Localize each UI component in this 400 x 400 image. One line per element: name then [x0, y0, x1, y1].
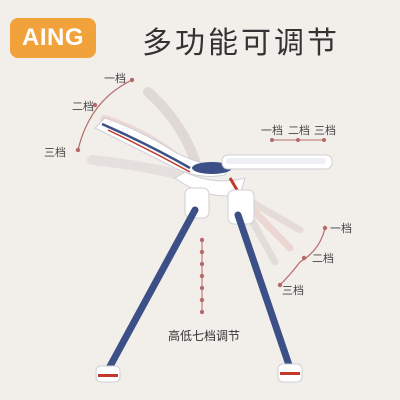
- brand-logo: AING: [10, 18, 96, 58]
- backrest-dot-3: [75, 147, 81, 153]
- tray-dot-2: [296, 138, 300, 142]
- footrest-label-3: 三档: [282, 284, 304, 297]
- height-level-dot: [199, 261, 205, 267]
- tray-dot-3: [322, 138, 326, 142]
- height-level-dot: [199, 237, 205, 243]
- tray-label-2: 二档: [288, 124, 310, 137]
- height-level-dot: [199, 297, 205, 303]
- backrest-label-3: 三档: [44, 146, 66, 159]
- footrest-label-1: 一档: [330, 222, 352, 235]
- footrest-dot-1: [322, 225, 328, 231]
- leg-front: [104, 206, 199, 374]
- backrest-label-2: 二档: [72, 100, 94, 113]
- page-title: 多功能可调节: [142, 26, 340, 61]
- backrest-dot-1: [129, 77, 135, 83]
- tray-label-3: 三档: [314, 124, 336, 137]
- height-caption: 高低七档调节: [168, 329, 241, 343]
- height-level-dot: [199, 249, 205, 255]
- backrest-label-1: 一档: [104, 72, 126, 85]
- footrest-label-2: 二档: [312, 252, 334, 265]
- footrest-ghost-2: [244, 201, 294, 252]
- tray-label-1: 一档: [261, 124, 283, 137]
- backrest-ghost-3: [87, 155, 185, 180]
- footrest-ghost-1: [244, 196, 304, 234]
- tray-dot-1: [270, 138, 274, 142]
- tray-inner: [226, 158, 326, 164]
- backrest-ghost-1: [143, 87, 200, 165]
- leg-back: [234, 211, 294, 372]
- height-level-dot: [199, 273, 205, 279]
- footrest-dot-3: [277, 282, 283, 288]
- footrest-arc: [279, 227, 326, 286]
- height-level-dot: [199, 309, 205, 315]
- backrest-dot-2: [92, 102, 98, 108]
- foot-front-band: [98, 374, 118, 377]
- footrest-dot-2: [301, 255, 307, 261]
- foot-back-band: [280, 372, 300, 375]
- seat-stripe-blue: [101, 122, 191, 170]
- seat-stripe-red: [107, 129, 191, 173]
- height-level-dot: [199, 285, 205, 291]
- height-level-dots: [199, 237, 205, 315]
- backrest-arc: [77, 79, 133, 151]
